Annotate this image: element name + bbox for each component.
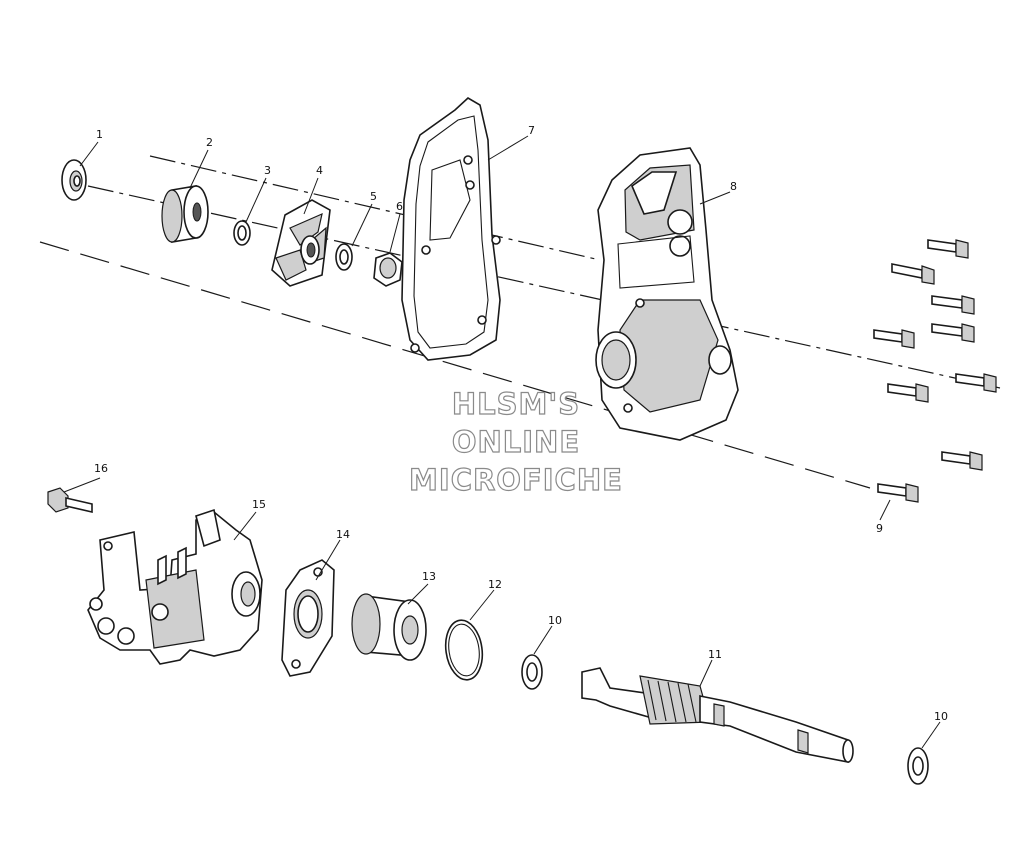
part-8-housing[interactable] [595,147,739,441]
callout-3: 3 [264,164,271,177]
callout-leader-lines [63,135,941,749]
part-3-washer[interactable] [233,220,251,246]
watermark-line-3: MICROFICHE [409,463,623,497]
callout-16: 16 [94,462,108,475]
assembly-axis-lines [39,155,1001,489]
part-10-washer-lower[interactable] [907,747,929,785]
part-5-washer[interactable] [335,243,353,271]
callout-15: 15 [252,498,266,511]
callout-14: 14 [336,528,350,541]
part-9-bolts[interactable] [873,239,997,503]
watermark-line-1: HLSM'S [452,387,580,421]
part-4-impeller[interactable] [271,199,331,287]
callout-10-upper: 10 [548,614,562,627]
bolt[interactable] [887,383,929,403]
callout-4: 4 [316,164,323,177]
part-2-bearing[interactable] [161,185,209,243]
callout-12: 12 [488,578,502,591]
callout-numbers: 1 2 3 4 5 6 7 8 9 10 10 11 12 13 14 15 1… [94,124,948,723]
part-10-washer-upper[interactable] [521,654,543,690]
part-11-shaft[interactable] [581,667,854,763]
bolt[interactable] [927,239,969,259]
callout-8: 8 [730,180,737,193]
watermark-line-2: ONLINE [452,425,580,459]
callout-11: 11 [708,648,722,661]
callout-1: 1 [96,128,103,141]
part-6-nut[interactable] [373,252,403,287]
part-14-gasket[interactable] [281,559,335,677]
callout-13: 13 [422,570,436,583]
callout-7: 7 [528,124,535,137]
part-1-seal[interactable] [61,159,87,201]
part-15-pump-assembly[interactable] [87,508,263,665]
callout-5: 5 [370,190,377,203]
callout-9: 9 [876,522,883,535]
part-7-gasket[interactable] [401,97,501,361]
callout-10-lower: 10 [934,710,948,723]
part-13-bushing[interactable] [351,593,427,661]
bolt[interactable] [931,295,975,315]
callout-6: 6 [396,200,403,213]
bolt[interactable] [941,451,983,471]
part-12-o-ring[interactable] [442,618,486,682]
part-16-bolt[interactable] [47,487,93,514]
bolt[interactable] [873,329,915,349]
watermark: HLSM'S ONLINE MICROFICHE [408,386,623,497]
bolt[interactable] [955,373,997,393]
bolt[interactable] [891,263,935,285]
bolt[interactable] [931,323,975,343]
callout-2: 2 [206,136,213,149]
bolt[interactable] [877,483,919,503]
